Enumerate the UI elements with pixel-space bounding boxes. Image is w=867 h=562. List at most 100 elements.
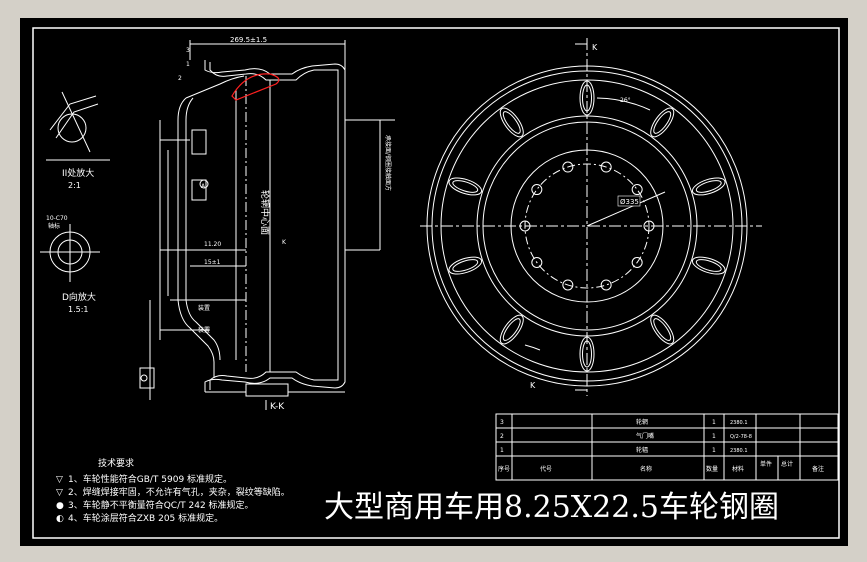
vent-slot-inner [653,111,672,134]
detail-d-sub: 轴标 [48,222,60,230]
vent-slot [448,256,483,275]
tb-row-std: 2380.1 [730,448,748,454]
title-block-headers: 序号 代号 名称 数量 材料 单件 总计 备注 [498,460,824,473]
bolt-hole [531,256,543,268]
diameter-label: Ø335 [620,198,639,206]
angle-arc [596,97,651,111]
tb-row-qty: 1 [712,433,716,440]
wheel-center-plane-label: 轮辋中心面 [259,190,271,235]
vent-slot [691,256,726,275]
tech-req-item: 1、车轮性能符合GB/T 5909 标准规定。 [68,473,232,485]
bolt-hole [631,184,643,196]
vent-slots-group [448,80,726,372]
dim-top-label: 269.5±1.5 [230,36,267,44]
vent-slot-inner [582,84,592,112]
bolt-hole [600,279,612,291]
rim-outer-profile [204,60,346,392]
vertical-note: 承接面/钢圈接触面方 [384,135,392,191]
bolt-hole [631,256,643,268]
bolt-hole [531,184,543,196]
header-name: 名称 [640,465,652,473]
drawing-border [32,27,840,539]
angle-label: 26° [620,97,631,104]
bolt-hole [643,220,655,232]
vent-slot [650,107,675,138]
detail-d-scale: 1.5:1 [68,305,89,314]
bolt-hole [519,220,531,232]
tb-row-qty: 1 [712,419,716,426]
dim-mid1-label: 11.20 [204,241,221,248]
header-material: 材料 [732,465,744,473]
leader-1: 1 [186,61,190,68]
bolt-hole [562,161,574,173]
disc-inner-profile [185,97,221,361]
section-view-kk [139,40,395,410]
tb-row-name: 气门嘴 [636,432,654,440]
bolt-hole [600,161,612,173]
rim-inner-profile [209,62,339,390]
vent-slot-inner [695,259,722,272]
vent-slot-inner [582,340,592,368]
weld-highlight [231,73,280,101]
bolt-holes-group [519,161,655,291]
tb-row-name: 轮辐 [636,446,648,454]
vent-slot [579,80,595,116]
detail-ii-title: II处放大 [62,167,94,179]
diameter-leader [586,191,666,227]
dim-mid2-label: 15±1 [204,259,221,266]
tech-req-item: 3、车轮静不平衡量符合QC/T 242 标准规定。 [68,499,254,511]
header-total-weight: 总计 [781,460,793,468]
tb-row-qty: 1 [712,447,716,454]
vent-slot-inner [653,318,672,341]
vent-slot-inner [695,180,722,193]
label-area-1: 装置 [198,304,210,312]
bolt-hole [562,279,574,291]
header-no: 序号 [498,465,510,473]
tb-row-no: 3 [500,419,504,426]
vent-slot [650,314,675,345]
front-view-wheel [420,38,762,396]
front-marker-k-bottom: K [530,381,536,390]
vent-slot [499,107,524,138]
vent-slot [579,336,595,372]
header-note: 备注 [812,465,824,473]
vent-slot [448,177,483,196]
tech-req-item: 4、车轮涂层符合ZXB 205 标准规定。 [68,512,223,524]
vent-slot-inner [452,180,479,193]
vent-slot [499,314,524,345]
tech-req-item: 2、焊缝焊接牢固，不允许有气孔，夹杂，裂纹等缺陷。 [68,486,290,498]
tech-req-bullet: ▽ [56,488,63,498]
tb-row-name: 轮辋 [636,418,648,426]
detail-d-code: 10-C70 [46,215,68,222]
tech-req-bullet: ● [56,501,64,511]
leader-3: 3 [186,47,190,54]
tech-req-bullet: ◐ [56,514,64,524]
detail-d-title: D向放大 [62,291,96,303]
tb-row-no: 2 [500,433,504,440]
tb-row-no: 1 [500,447,504,454]
tech-req-list: ▽ 1、车轮性能符合GB/T 5909 标准规定。 ▽ 2、焊缝焊接牢固，不允许有气孔… [56,473,290,524]
label-area-2: 装置 [198,326,210,334]
vent-slot [691,177,726,196]
section-kk-label: K-K [270,402,285,412]
vent-slot-inner [502,111,521,134]
detail-ii-view [46,91,110,161]
detail-d-view [40,224,100,282]
tech-req-heading: 技术要求 [98,457,134,469]
disc-outer-profile [177,97,215,378]
leader-2: 2 [178,75,182,82]
header-unit-weight: 单件 [760,460,772,468]
header-code: 代号 [540,465,552,473]
marker-k-section: K [282,239,287,246]
marker-a: A [201,183,206,190]
title-block-grid [495,413,839,481]
detail-ii-scale: 2:1 [68,181,81,190]
tech-req-bullet: ▽ [56,475,63,485]
front-marker-k: K [592,43,598,52]
vent-slot-inner [452,259,479,272]
header-qty: 数量 [706,465,718,473]
tb-row-std: 2380.1 [730,420,748,426]
drawing-sheet [20,18,848,546]
